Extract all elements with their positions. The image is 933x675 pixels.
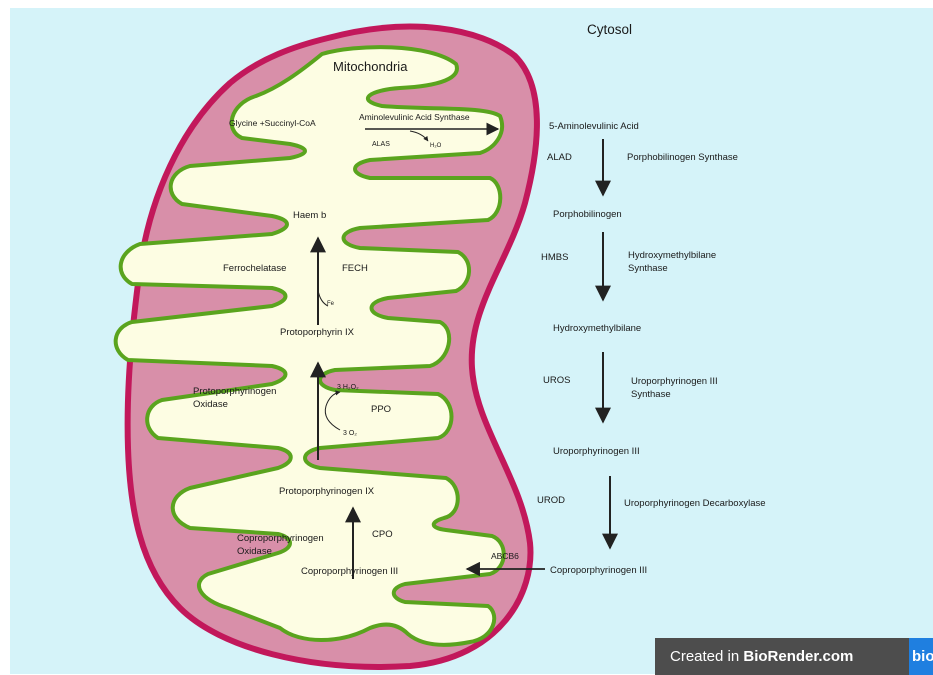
fech-label: FECH bbox=[342, 263, 368, 274]
ala-label: 5-Aminolevulinic Acid bbox=[549, 121, 639, 132]
cpo-name-line1: Coproporphyrinogen bbox=[237, 533, 324, 544]
hmbs-label: HMBS bbox=[541, 252, 568, 263]
badge-brand: BioRender.com bbox=[743, 648, 853, 665]
fe-label: Fe bbox=[327, 301, 335, 307]
coproporphyrinogen-iii-mito-label: Coproporphyrinogen III bbox=[301, 566, 398, 577]
heme-pathway-diagram: Cytosol Mitochondria Glycine +Succinyl-C… bbox=[10, 8, 933, 674]
urod-enzyme-name: Uroporphyrinogen Decarboxylase bbox=[624, 498, 766, 509]
alad-label: ALAD bbox=[547, 152, 572, 163]
alas-enzyme-name: Aminolevulinic Acid Synthase bbox=[359, 112, 470, 122]
uros-enzyme-name-line1: Uroporphyrinogen III bbox=[631, 376, 718, 387]
cpo-name-line2: Oxidase bbox=[237, 546, 272, 557]
protoporphyrin-ix-label: Protoporphyrin IX bbox=[280, 327, 355, 338]
uros-enzyme-name-line2: Synthase bbox=[631, 389, 671, 400]
ppo-name-line1: Protoporphyrinogen bbox=[193, 386, 276, 397]
protoporphyrinogen-ix-label: Protoporphyrinogen IX bbox=[279, 486, 375, 497]
coproporphyrinogen-iii-cytosol-label: Coproporphyrinogen III bbox=[550, 565, 647, 576]
ferrochelatase-label: Ferrochelatase bbox=[223, 263, 286, 274]
alad-enzyme-name: Porphobilinogen Synthase bbox=[627, 152, 738, 163]
porphobilinogen-label: Porphobilinogen bbox=[553, 209, 622, 220]
mitochondria-label: Mitochondria bbox=[333, 59, 408, 74]
urod-label: UROD bbox=[537, 495, 565, 506]
biorender-attribution-badge[interactable]: Created in BioRender.com bio bbox=[655, 638, 933, 675]
uroporphyrinogen-iii-label: Uroporphyrinogen III bbox=[553, 446, 640, 457]
abcb6-label: ABCB6 bbox=[491, 551, 519, 561]
glycine-succinyl-coa-label: Glycine +Succinyl-CoA bbox=[229, 118, 316, 128]
h2o2-label: 3 H₂O₂ bbox=[337, 384, 359, 391]
badge-prefix: Created in bbox=[670, 648, 743, 665]
uros-label: UROS bbox=[543, 375, 570, 386]
biorender-logo-icon: bio bbox=[909, 638, 933, 675]
hmbs-enzyme-name-line1: Hydroxymethylbilane bbox=[628, 250, 716, 261]
hydroxymethylbilane-label: Hydroxymethylbilane bbox=[553, 323, 641, 334]
ppo-label: PPO bbox=[371, 404, 391, 415]
cytosol-label: Cytosol bbox=[587, 22, 632, 37]
haem-b-label: Haem b bbox=[293, 210, 326, 221]
ppo-name-line2: Oxidase bbox=[193, 399, 228, 410]
o2-label: 3 O₂ bbox=[343, 430, 357, 437]
cpo-label: CPO bbox=[372, 529, 393, 540]
hmbs-enzyme-name-line2: Synthase bbox=[628, 263, 668, 274]
alas-label: ALAS bbox=[372, 141, 390, 148]
badge-text: Created in BioRender.com bbox=[655, 648, 853, 665]
diagram-background: Cytosol Mitochondria Glycine +Succinyl-C… bbox=[10, 8, 933, 674]
h2o-label: H₂O bbox=[430, 143, 442, 149]
